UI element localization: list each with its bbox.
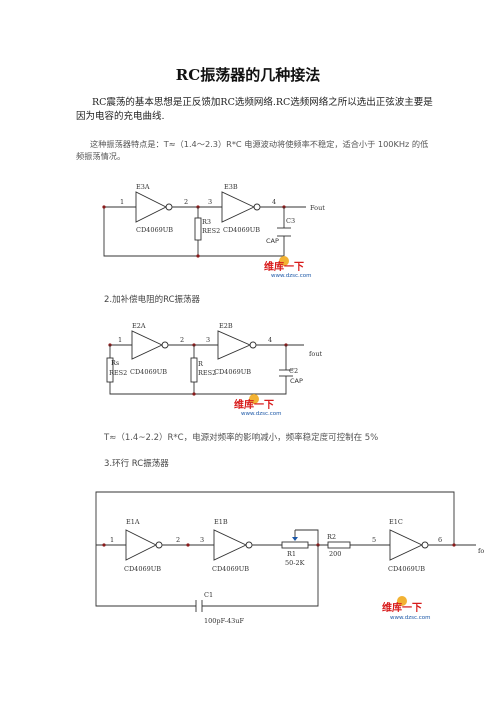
section-3-caption: 3.环行 RC振荡器 [104,459,169,469]
c3-gate-b-label: E1B [214,518,228,526]
c3-c1-value: 100pF-43uF [204,617,244,625]
svg-text:www.dzsc.com: www.dzsc.com [390,615,431,621]
c3-r2-value: 200 [329,550,341,558]
page-title: RC振荡器的几种接法 [175,66,321,84]
note-paragraph: 这种振荡器特点是：T≈（1.4～2.3）R*C 电源波动将使频率不稳定，适合小于… [76,139,429,161]
c3-output-label: fo [478,547,484,555]
c3-chip-c-label: CD4069UB [388,565,425,573]
c2-pin1: 1 [118,336,122,344]
c3-r1-label: R1 [287,550,296,558]
c2-r-value: RES2 [198,369,216,377]
c3-pin3: 3 [200,536,204,544]
c2-cap-label: C2 [289,367,298,375]
c3-chip-a-label: CD4069UB [124,565,161,573]
c2-r-label: R [198,360,204,368]
c1-cap-value: CAP [266,237,279,245]
c2-rs-value: RES2 [109,369,127,377]
c2-gate-a-label: E2A [132,322,146,330]
c2-output-label: fout [309,350,323,358]
c1-chip-a-label: CD4069UB [136,226,173,234]
c3-gate-c-label: E1C [389,518,403,526]
c3-r1-value: 50-2K [285,559,305,567]
c2-rs-label: Rs [111,359,119,367]
c3-r2-label: R2 [327,533,336,541]
watermark-logo-3: 维库一下 www.dzsc.com [382,596,444,621]
c1-cap-label: C3 [286,217,295,225]
c3-pin1: 1 [110,536,114,544]
c1-pin1: 1 [120,198,124,206]
c1-gate-a-label: E3A [136,183,150,191]
c3-gate-a-label: E1A [126,518,140,526]
c2-pin4: 4 [268,336,272,344]
c3-chip-b-label: CD4069UB [212,565,249,573]
section-2-caption: 2.加补偿电阻的RC振荡器 [104,295,201,305]
svg-text:www.dzsc.com: www.dzsc.com [271,273,312,279]
c1-chip-b-label: CD4069UB [223,226,260,234]
c1-pin3: 3 [208,198,212,206]
svg-text:维库一下: 维库一下 [264,260,304,273]
c3-pin5: 5 [372,536,376,544]
c3-c1-label: C1 [204,591,213,599]
c3-pin6: 6 [438,536,442,544]
svg-text:www.dzsc.com: www.dzsc.com [241,411,282,417]
c2-pin3: 3 [206,336,210,344]
c1-pin2: 2 [184,198,188,206]
c1-resistor-value: RES2 [202,227,220,235]
c3-pin2: 2 [176,536,180,544]
c1-gate-b-label: E3B [224,183,238,191]
watermark-logo-2: 维库一下 www.dzsc.com [234,394,296,417]
section-2-formula: T≈（1.4~2.2）R*C，电源对频率的影响减小，频率稳定度可控制在 5% [104,433,379,443]
svg-text:维库一下: 维库一下 [382,601,422,614]
c2-cap-value: CAP [290,377,303,385]
c2-pin2: 2 [180,336,184,344]
svg-text:维库一下: 维库一下 [234,398,274,411]
c1-resistor-label: R3 [202,218,211,226]
c2-chip-a-label: CD4069UB [130,368,167,376]
intro-paragraph: RC震荡的基本思想是正反馈加RC选频网络.RC选频网络之所以选出正弦波主要是因为… [76,97,433,122]
c2-chip-b-label: CD4069UB [214,368,251,376]
c1-output-label: Fout [310,204,325,212]
watermark-logo-1: 维库一下 www.dzsc.com [264,256,326,279]
c1-pin4: 4 [272,198,276,206]
c2-gate-b-label: E2B [219,322,233,330]
